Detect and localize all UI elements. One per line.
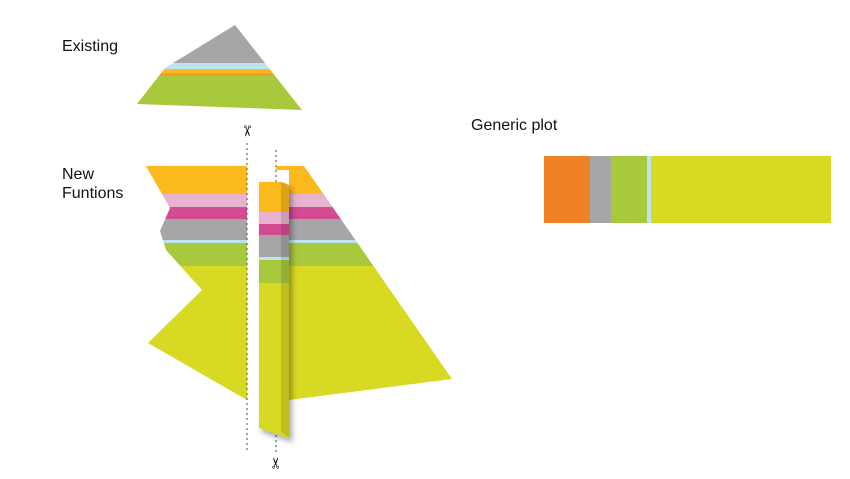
- strip-band-green: [259, 260, 289, 283]
- scissors-icon: ✂: [238, 125, 256, 138]
- generic-segment-gray: [590, 156, 611, 223]
- existing-band-light-blue: [137, 63, 302, 69]
- cut-slice-strip: [259, 182, 289, 438]
- strip-side-shade: [281, 182, 289, 438]
- strip-band-orange-yellow: [259, 182, 289, 212]
- generic-segment-orange: [544, 156, 590, 223]
- new-band-magenta: [146, 207, 247, 219]
- new-band-light-blue: [146, 240, 247, 243]
- scissors-icon: ✂: [267, 457, 285, 470]
- new-band-gray: [146, 219, 247, 240]
- new-band-pink: [146, 194, 247, 207]
- existing-band-gray: [137, 25, 302, 63]
- strip-band-yellow-green: [259, 283, 289, 438]
- strip-band-light-blue: [259, 257, 289, 260]
- new-band-orange-yellow: [146, 166, 247, 194]
- generic-segment-green: [611, 156, 647, 223]
- existing-band-green: [137, 76, 302, 110]
- existing-label: Existing: [62, 38, 119, 55]
- existing-wedge: [137, 25, 302, 110]
- generic-plot-label: Generic plot: [471, 117, 558, 134]
- existing-band-orange: [137, 73, 302, 76]
- strip-band-pink: [259, 212, 289, 224]
- strip-band-magenta: [259, 224, 289, 235]
- strip-band-gray: [259, 235, 289, 257]
- generic-segment-light-blue: [647, 156, 651, 223]
- generic-segment-yellow-green: [651, 156, 831, 223]
- generic-plot-bar: [544, 156, 831, 223]
- new-functions-label: New Funtions: [62, 166, 124, 202]
- existing-band-yellow: [137, 69, 302, 73]
